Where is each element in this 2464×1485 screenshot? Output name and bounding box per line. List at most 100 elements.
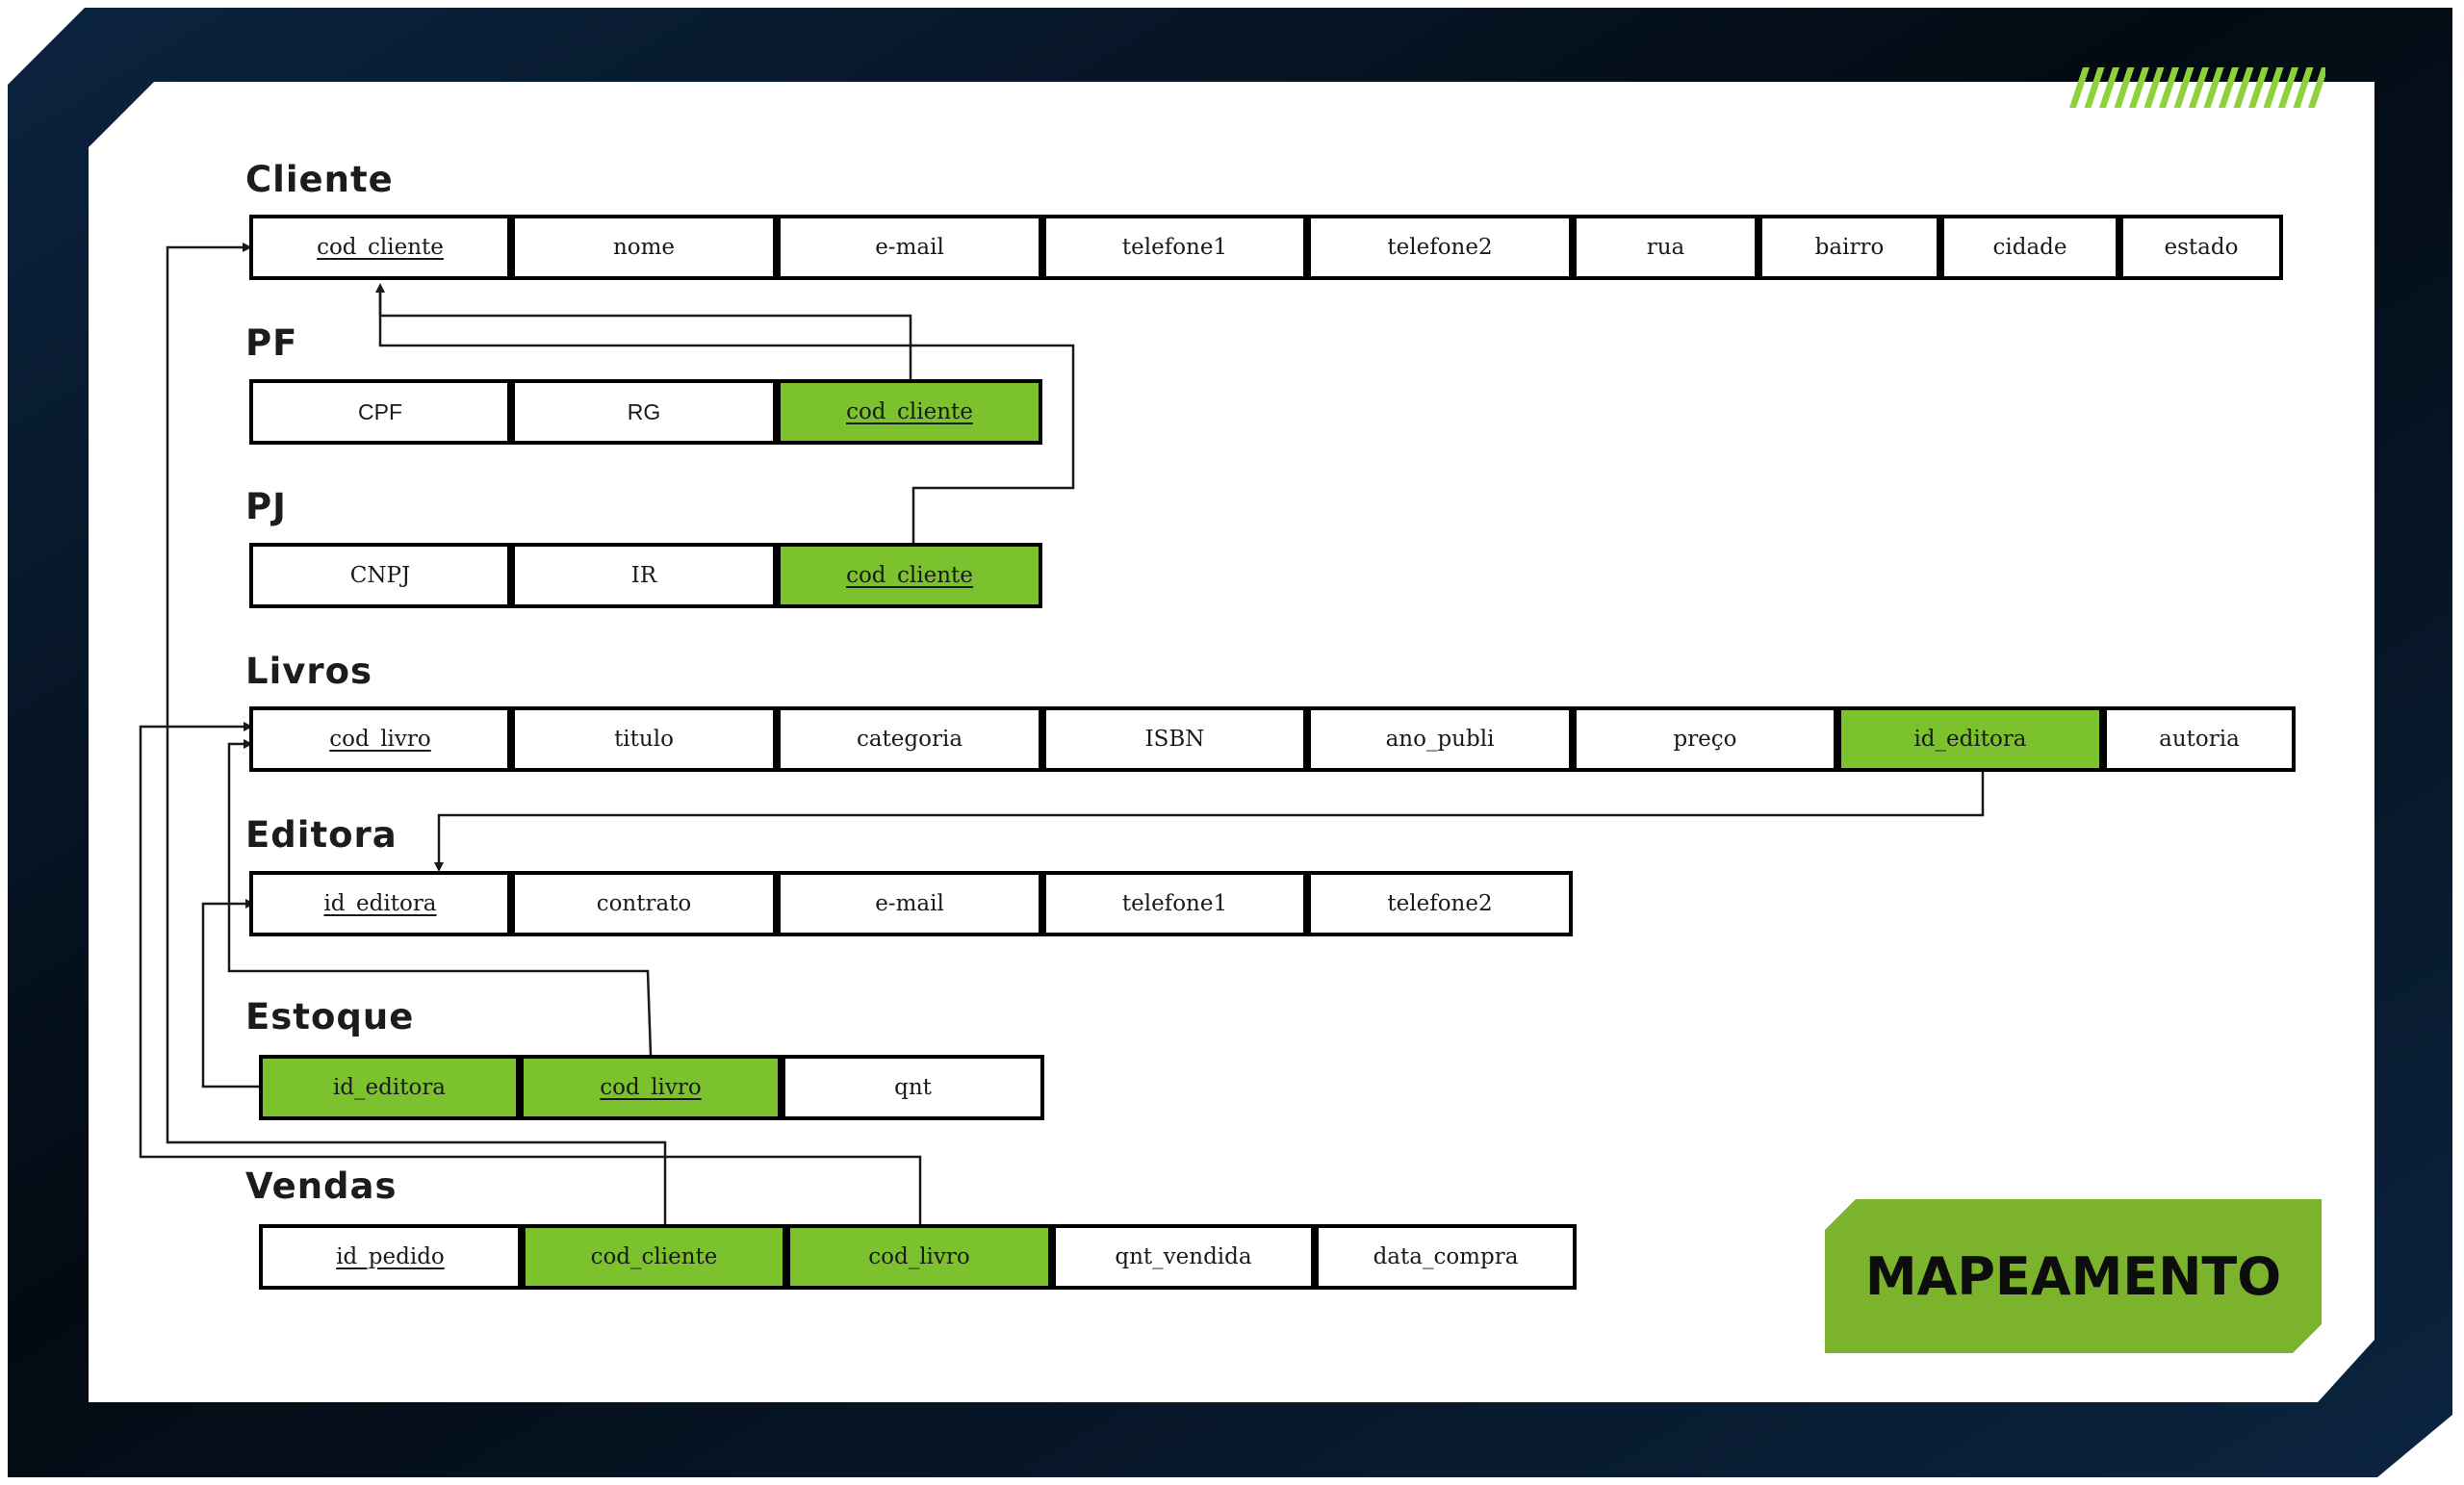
field-vendas-cod-livro: cod_livro [786, 1224, 1052, 1290]
field-label: cod_cliente [317, 235, 444, 260]
stripe [2173, 67, 2194, 108]
field-label: cod_livro [600, 1075, 702, 1100]
table-title-estoque: Estoque [245, 996, 415, 1037]
field-label: estado [2164, 235, 2239, 260]
decorative-stripes [2069, 67, 2325, 108]
field-cliente-nome: nome [511, 215, 777, 280]
stripe [2278, 67, 2298, 108]
field-label: IR [630, 563, 657, 588]
field-label: telefone2 [1387, 891, 1493, 916]
stripe [2143, 67, 2165, 108]
stripe [2129, 67, 2149, 108]
table-title-cliente: Cliente [245, 159, 394, 200]
field-cliente-telefone2: telefone2 [1307, 215, 1573, 280]
stripe [2263, 67, 2284, 108]
table-title-pj: PJ [245, 486, 287, 527]
field-label: cod_cliente [590, 1244, 718, 1269]
field-cliente-cidade: cidade [1940, 215, 2119, 280]
field-editora-e-mail: e-mail [777, 871, 1042, 936]
field-label: id_editora [332, 1075, 447, 1100]
field-label: telefone2 [1387, 235, 1493, 260]
field-livros-id-editora: id_editora [1837, 706, 2103, 772]
field-pf-rg: RG [511, 379, 777, 445]
field-livros-titulo: titulo [511, 706, 777, 772]
field-label: categoria [856, 727, 963, 752]
field-estoque-id-editora: id_editora [259, 1055, 520, 1120]
stripe [2084, 67, 2105, 108]
stripe [2219, 67, 2239, 108]
field-cliente-estado: estado [2119, 215, 2283, 280]
field-cliente-bairro: bairro [1758, 215, 1940, 280]
field-editora-contrato: contrato [511, 871, 777, 936]
field-editora-id-editora: id_editora [249, 871, 511, 936]
field-label: qnt [894, 1075, 932, 1100]
field-label: e-mail [875, 235, 944, 260]
field-pj-cnpj: CNPJ [249, 543, 511, 608]
stripe [2293, 67, 2314, 108]
field-estoque-cod-livro: cod_livro [520, 1055, 782, 1120]
field-label: id_editora [1913, 727, 2027, 752]
stripe [2189, 67, 2209, 108]
stripe [2233, 67, 2254, 108]
mapeamento-badge: MAPEAMENTO [1825, 1199, 2322, 1353]
field-label: cod_livro [329, 727, 431, 752]
field-label: bairro [1814, 235, 1885, 260]
field-livros-isbn: ISBN [1042, 706, 1307, 772]
field-label: ano_publi [1385, 727, 1495, 752]
stripe [2114, 67, 2135, 108]
field-pf-cpf: CPF [249, 379, 511, 445]
table-title-livros: Livros [245, 651, 373, 692]
field-label: nome [612, 235, 676, 260]
field-vendas-id-pedido: id_pedido [259, 1224, 522, 1290]
stripe [2069, 67, 2090, 108]
field-pf-cod-cliente: cod_cliente [777, 379, 1042, 445]
field-livros-autoria: autoria [2103, 706, 2296, 772]
field-editora-telefone2: telefone2 [1307, 871, 1573, 936]
field-cliente-rua: rua [1573, 215, 1758, 280]
field-vendas-qnt-vendida: qnt_vendida [1052, 1224, 1315, 1290]
field-estoque-qnt: qnt [782, 1055, 1044, 1120]
field-label: titulo [614, 727, 674, 752]
field-label: contrato [596, 891, 692, 916]
field-label: cod_cliente [846, 563, 973, 588]
field-label: e-mail [875, 891, 944, 916]
field-livros-categoria: categoria [777, 706, 1042, 772]
field-livros-ano-publi: ano_publi [1307, 706, 1573, 772]
field-label: cod_livro [868, 1244, 970, 1269]
field-label: telefone1 [1121, 235, 1228, 260]
field-label: cod_cliente [846, 399, 973, 424]
field-label: id_pedido [336, 1244, 445, 1269]
field-label: CPF [358, 398, 402, 424]
field-label: qnt_vendida [1115, 1244, 1252, 1269]
table-title-vendas: Vendas [245, 1165, 398, 1207]
field-label: CNPJ [349, 563, 411, 588]
field-livros-cod-livro: cod_livro [249, 706, 511, 772]
field-cliente-telefone1: telefone1 [1042, 215, 1307, 280]
field-pj-ir: IR [511, 543, 777, 608]
field-label: RG [627, 398, 661, 424]
field-label: telefone1 [1121, 891, 1228, 916]
field-label: rua [1646, 235, 1685, 260]
table-title-editora: Editora [245, 814, 398, 856]
field-pj-cod-cliente: cod_cliente [777, 543, 1042, 608]
field-vendas-cod-cliente: cod_cliente [522, 1224, 786, 1290]
stripe [2203, 67, 2224, 108]
field-editora-telefone1: telefone1 [1042, 871, 1307, 936]
field-vendas-data-compra: data_compra [1315, 1224, 1577, 1290]
stripe [2099, 67, 2119, 108]
field-cliente-e-mail: e-mail [777, 215, 1042, 280]
field-label: preço [1673, 727, 1737, 752]
field-label: cidade [1992, 235, 2067, 260]
badge-label: MAPEAMENTO [1864, 1245, 2282, 1307]
stripe [2159, 67, 2179, 108]
field-cliente-cod-cliente: cod_cliente [249, 215, 511, 280]
field-livros-pre-o: preço [1573, 706, 1837, 772]
table-title-pf: PF [245, 322, 298, 364]
stripe [2308, 67, 2325, 108]
field-label: data_compra [1373, 1244, 1519, 1269]
field-label: autoria [2159, 727, 2240, 752]
badge-shape [1825, 1199, 2322, 1353]
field-label: id_editora [323, 891, 437, 916]
field-label: ISBN [1144, 727, 1205, 752]
stripe [2248, 67, 2269, 108]
